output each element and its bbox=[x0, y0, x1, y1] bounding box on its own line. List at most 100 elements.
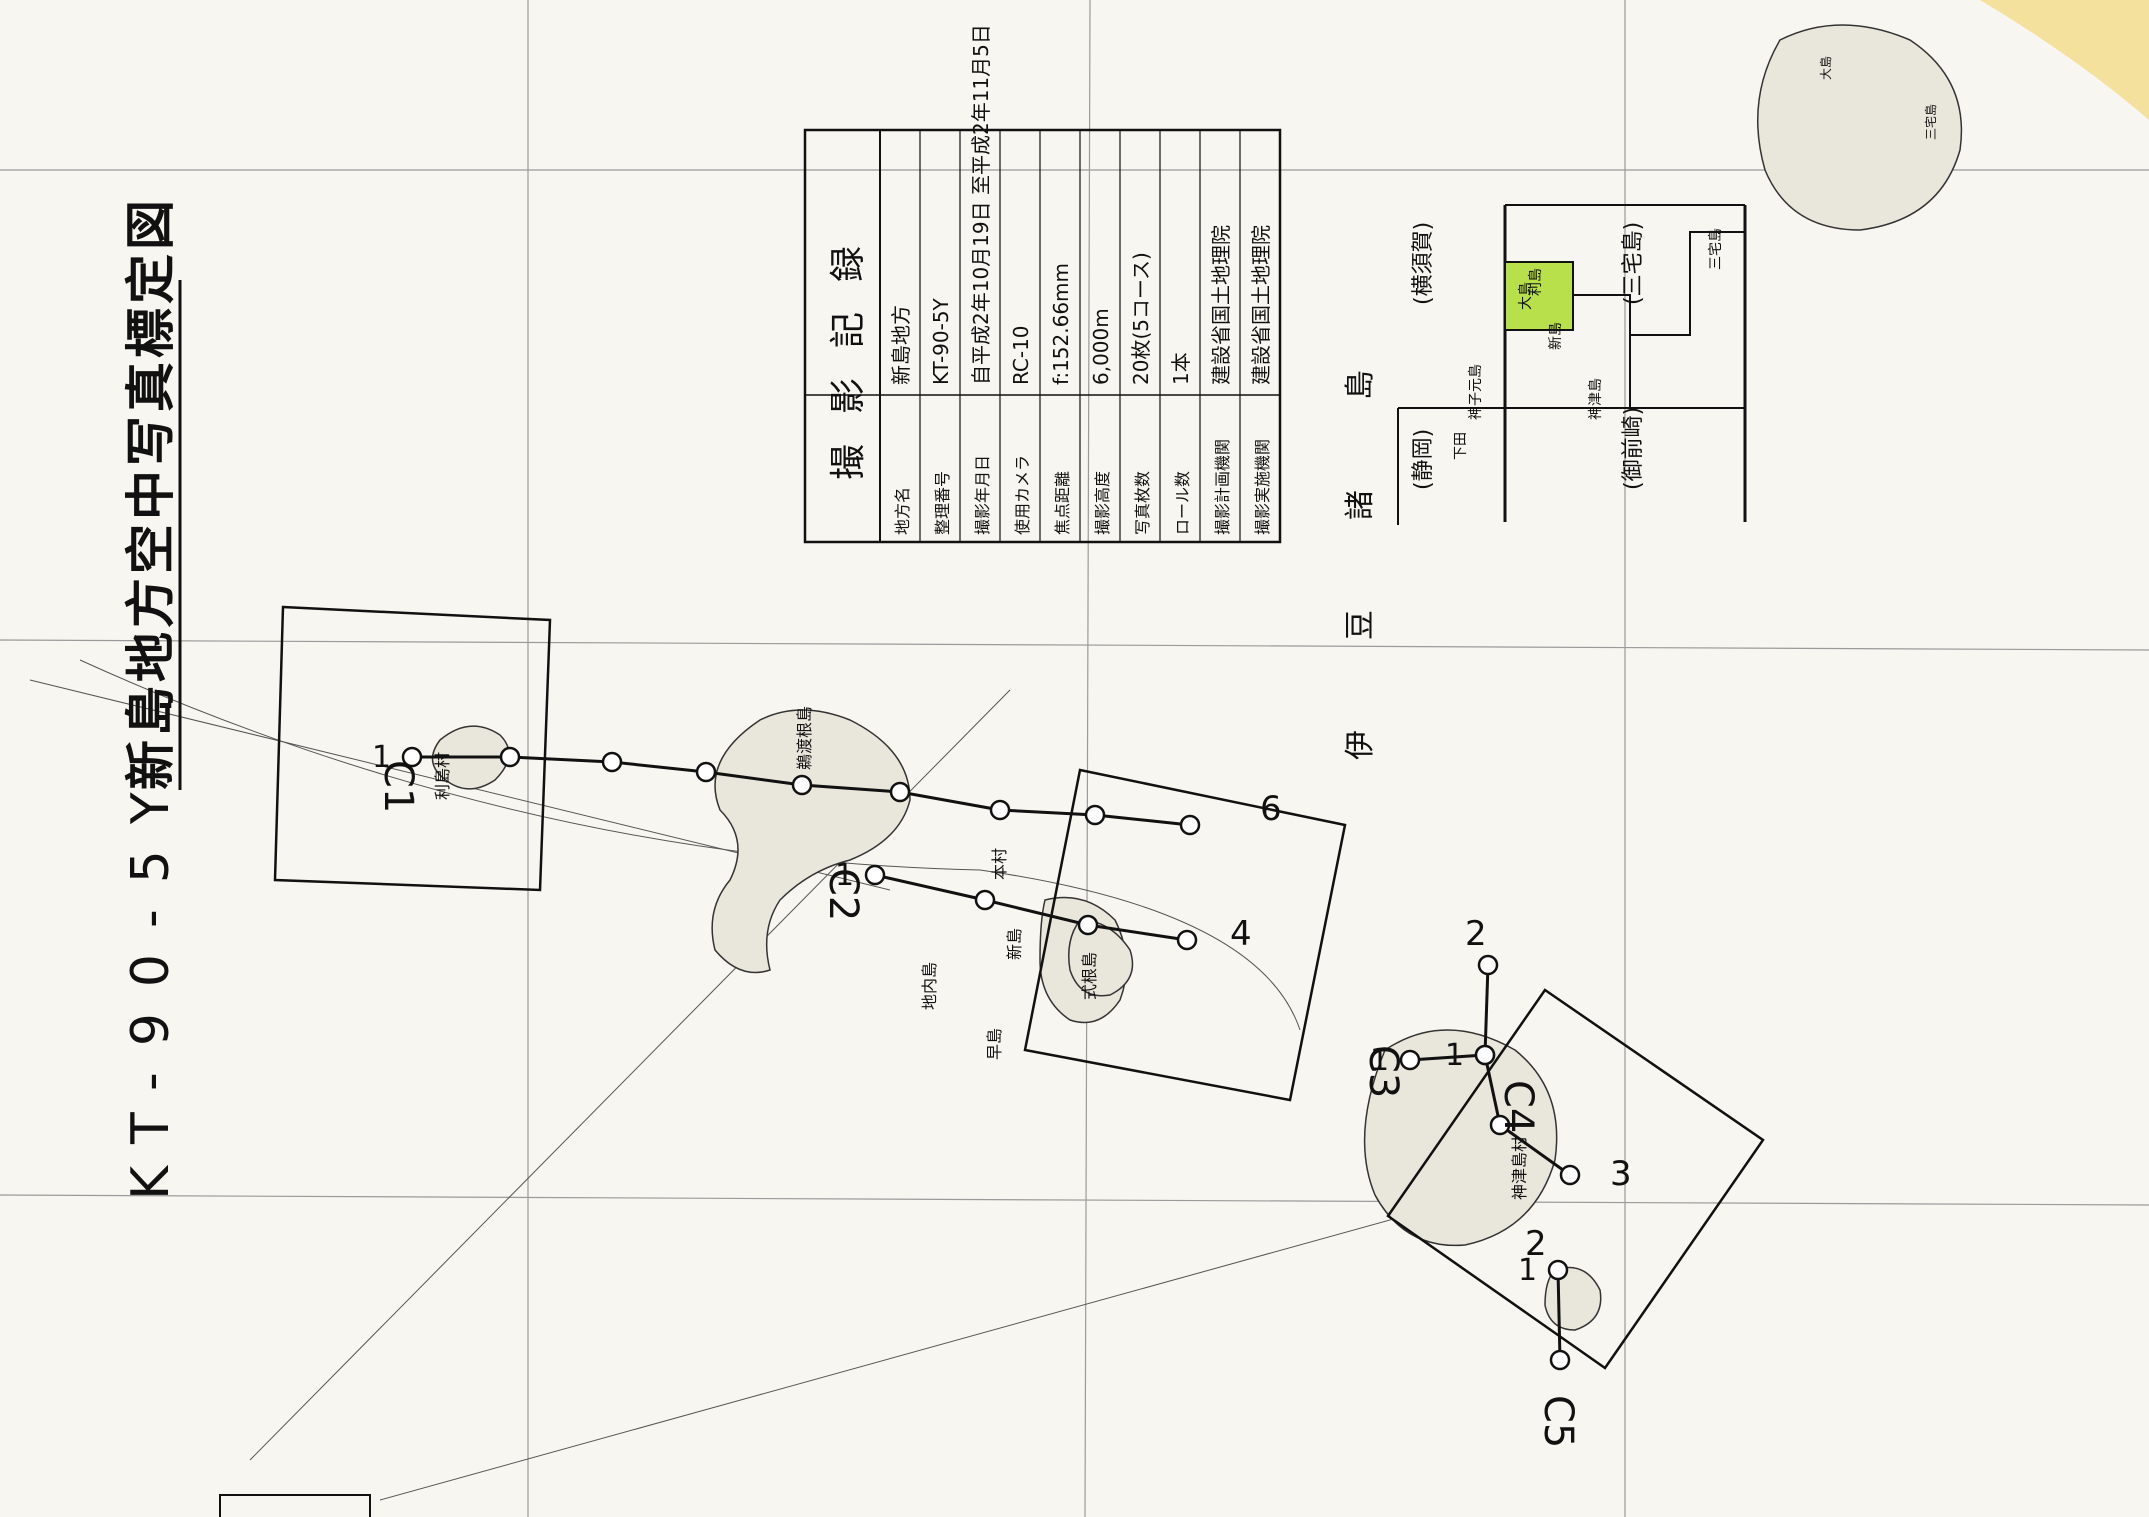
island-label: 神津島村 bbox=[1510, 1136, 1529, 1200]
course-end-number: 2 bbox=[1465, 914, 1487, 954]
course-end-number: 4 bbox=[1230, 914, 1252, 954]
record-row-value: 建設省国土地理院 bbox=[1249, 225, 1273, 385]
record-row-label: 撮影実施機関 bbox=[1253, 439, 1272, 535]
island-shapes bbox=[431, 24, 1963, 1331]
record-table: 撮影記録 bbox=[803, 128, 1282, 544]
photo-centre-point bbox=[1084, 804, 1106, 826]
niijima-north-outline bbox=[711, 709, 911, 974]
flight-line bbox=[874, 873, 1188, 942]
index-map-label: 三宅島 bbox=[1708, 228, 1724, 270]
record-table-heading: 撮影記録 bbox=[828, 216, 869, 480]
course-id-label: C2 bbox=[820, 868, 866, 921]
sheet-code: KT-90-5Y bbox=[121, 766, 181, 1200]
island-label: 鵜渡根島 bbox=[795, 706, 814, 770]
course-id-label: C5 bbox=[1535, 1395, 1581, 1448]
photo-frame-kozushima bbox=[1386, 988, 1765, 1370]
flight-lines bbox=[401, 746, 1581, 1371]
record-row-value: 新島地方 bbox=[889, 305, 913, 385]
photo-centre-point bbox=[1176, 929, 1198, 951]
course-start-number: 1 bbox=[1370, 1043, 1389, 1078]
photo-centre-point bbox=[1477, 954, 1499, 976]
sheet-title: 新島地方空中写真標定図 bbox=[122, 196, 180, 790]
index-map-label: (静岡) bbox=[1411, 429, 1436, 490]
photo-centre-point bbox=[1559, 1164, 1581, 1186]
photo-centre-point bbox=[864, 864, 886, 886]
kozushima-outline bbox=[1363, 1029, 1558, 1247]
photo-centre-point bbox=[989, 799, 1011, 821]
photo-centre-point bbox=[1489, 1114, 1511, 1136]
index-map-label: (三宅島) bbox=[1621, 222, 1646, 305]
index-map-label: (御前崎) bbox=[1621, 407, 1646, 490]
index-map-label: (横須賀) bbox=[1411, 222, 1436, 305]
course-id-label: C3 bbox=[1360, 1045, 1406, 1098]
course-id-label: C4 bbox=[1495, 1080, 1541, 1133]
flight-line bbox=[1483, 964, 1490, 1056]
photo-centre-point bbox=[1547, 1259, 1569, 1281]
index-highlight-cell bbox=[1504, 261, 1574, 331]
record-row-label: 地方名 bbox=[893, 487, 912, 535]
course-start-number: 1 bbox=[1518, 1253, 1537, 1288]
photo-centre-point bbox=[695, 761, 717, 783]
photo-frame-niijima bbox=[1023, 768, 1347, 1102]
photo-centre-point bbox=[1077, 914, 1099, 936]
corner-map-label: 大島 bbox=[1818, 56, 1833, 80]
record-row-value: 自平成2年10月19日 至平成2年11月5日 bbox=[969, 24, 993, 385]
record-row-label: ロール数 bbox=[1173, 471, 1192, 535]
record-row-label: 撮影年月日 bbox=[973, 455, 992, 535]
record-row-value: RC-10 bbox=[1009, 325, 1033, 385]
record-row-label: 整理番号 bbox=[933, 471, 952, 535]
region-label: 伊豆諸島 bbox=[1343, 280, 1378, 760]
course-id-label: C1 bbox=[375, 760, 421, 813]
record-row-value: f:152.66mm bbox=[1049, 263, 1073, 385]
title-block: KT-90-5Y 新島地方空中写真標定図 bbox=[121, 196, 182, 1200]
photo-centre-point bbox=[889, 781, 911, 803]
record-row-value: 1本 bbox=[1169, 352, 1193, 385]
flight-line bbox=[1409, 1053, 1571, 1177]
photo-centre-point bbox=[791, 774, 813, 796]
course-end-number: 2 bbox=[1525, 1224, 1547, 1264]
corner-map-label: 三宅島 bbox=[1923, 104, 1938, 140]
miyakejima-corner-outline bbox=[1757, 24, 1963, 231]
index-map-label: 神津島 bbox=[1588, 378, 1604, 420]
island-label: 本村 bbox=[990, 848, 1009, 880]
index-map bbox=[1397, 204, 1747, 525]
photo-centre-point bbox=[601, 751, 623, 773]
record-row-value: KT-90-5Y bbox=[929, 297, 953, 385]
island-label: 式根島 bbox=[1080, 952, 1099, 1000]
record-row-value: 6,000m bbox=[1089, 308, 1113, 385]
photo-centre-point bbox=[974, 889, 996, 911]
photo-centre-point bbox=[1549, 1349, 1571, 1371]
record-row-value: 20枚(5コース) bbox=[1129, 252, 1153, 385]
course-end-number: 6 bbox=[1260, 789, 1282, 829]
paper-stain bbox=[1980, 0, 2149, 120]
record-row-label: 撮影高度 bbox=[1093, 471, 1112, 535]
course-end-number: 3 bbox=[1610, 1154, 1632, 1194]
photo-centre-point bbox=[1399, 1049, 1421, 1071]
adjacent-sheet-fragment bbox=[219, 1494, 371, 1517]
shikinejima-outline bbox=[1068, 919, 1134, 997]
index-map-label: 神子元島 bbox=[1468, 364, 1484, 420]
index-map-label: 新島 bbox=[1548, 322, 1564, 350]
photo-centre-point bbox=[1474, 1044, 1496, 1066]
course-start-number: 1 bbox=[1445, 1038, 1464, 1073]
island-label: 利島村 bbox=[433, 752, 452, 800]
photo-centre-point bbox=[1179, 814, 1201, 836]
photo-centre-point bbox=[401, 746, 423, 768]
index-map-label: 大島 bbox=[1518, 282, 1534, 310]
photo-centre-point bbox=[499, 746, 521, 768]
island-label: 早島 bbox=[985, 1028, 1004, 1060]
index-map-label: 利島 bbox=[1528, 268, 1544, 296]
record-row-label: 焦点距離 bbox=[1053, 471, 1072, 535]
course-start-number: 1 bbox=[372, 740, 391, 775]
flight-line bbox=[1556, 1269, 1562, 1361]
island-label: 地内島 bbox=[920, 962, 939, 1010]
record-row-value: 建設省国土地理院 bbox=[1209, 225, 1233, 385]
course-start-number: 1 bbox=[835, 858, 854, 893]
island-label: 新島 bbox=[1005, 928, 1024, 960]
